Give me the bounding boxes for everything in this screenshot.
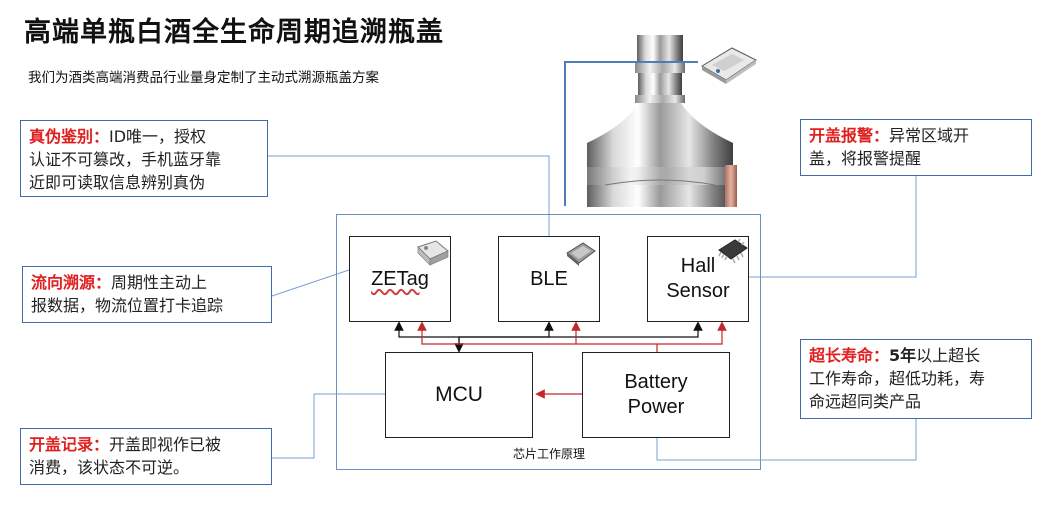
mcu-label: MCU: [435, 383, 483, 406]
zetag-chip-icon: [414, 239, 450, 269]
callout-opening-record-line1: 开盖记录：开盖即视作已被: [29, 433, 263, 456]
callout-traceability-text1: 周期性主动上: [111, 273, 208, 292]
battery-power-node: Battery Power: [582, 352, 730, 438]
page-subtitle: 我们为酒类高端消费品行业量身定制了主动式溯源瓶盖方案: [28, 70, 379, 86]
battery-label-line1: Battery: [624, 371, 688, 393]
callout-authenticity-heading: 真伪鉴别：: [29, 127, 110, 146]
chip-diagram-frame: [336, 214, 761, 470]
callout-opening-record-text1: 开盖即视作已被: [109, 435, 222, 454]
callout-long-life: 超长寿命：5年以上超长 工作寿命，超低功耗，寿 命远超同类产品: [800, 339, 1032, 419]
callout-traceability-text2: 报数据，物流位置打卡追踪: [31, 296, 224, 315]
callout-long-life-text3: 命远超同类产品: [809, 392, 922, 411]
callout-opening-record-heading: 开盖记录：: [29, 435, 110, 454]
callout-traceability: 流向溯源：周期性主动上 报数据，物流位置打卡追踪: [22, 266, 272, 323]
hall-label-line1: Hall: [680, 255, 716, 277]
callout-long-life-heading: 超长寿命：: [809, 346, 890, 365]
bottle-image: [565, 35, 755, 207]
callout-authenticity-text2: 认证不可篡改，手机蓝牙靠: [29, 150, 222, 169]
callout-long-life-line1: 超长寿命：5年以上超长: [809, 344, 1023, 367]
zetag-label: ZETag: [371, 267, 429, 290]
callout-traceability-line1: 流向溯源：周期性主动上: [31, 271, 263, 294]
hall-chip-icon: [716, 237, 750, 267]
diagram-caption: 芯片工作原理: [513, 447, 586, 461]
callout-opening-alarm-heading: 开盖报警：: [809, 126, 890, 145]
callout-traceability-heading: 流向溯源：: [31, 273, 112, 292]
ble-label: BLE: [530, 267, 568, 290]
ble-chip-icon: [565, 241, 597, 267]
callout-authenticity: 真伪鉴别：ID唯一，授权 认证不可篡改，手机蓝牙靠 近即可读取信息辨别真伪: [20, 120, 268, 197]
module-chip-icon: [698, 44, 758, 84]
callout-authenticity-line1: 真伪鉴别：ID唯一，授权: [29, 125, 259, 148]
callout-long-life-text2: 工作寿命，超低功耗，寿: [809, 369, 986, 388]
battery-label-line2: Power: [627, 396, 685, 418]
callout-authenticity-text1: ID唯一，授权: [109, 127, 207, 146]
mcu-node: MCU: [385, 352, 533, 438]
callout-long-life-bold: 5年: [889, 346, 917, 365]
callout-authenticity-text3: 近即可读取信息辨别真伪: [29, 173, 206, 192]
hall-label-line2: Sensor: [666, 280, 730, 302]
callout-long-life-text1: 以上超长: [916, 346, 981, 365]
page-title: 高端单瓶白酒全生命周期追溯瓶盖: [24, 17, 444, 48]
callout-opening-alarm-text1: 异常区域开: [889, 126, 970, 145]
callout-opening-alarm: 开盖报警：异常区域开 盖，将报警提醒: [800, 119, 1032, 176]
callout-opening-record-text2: 消费，该状态不可逆。: [29, 458, 190, 477]
callout-opening-alarm-text2: 盖，将报警提醒: [809, 149, 922, 168]
callout-opening-record: 开盖记录：开盖即视作已被 消费，该状态不可逆。: [20, 428, 272, 485]
callout-opening-alarm-line1: 开盖报警：异常区域开: [809, 124, 1023, 147]
